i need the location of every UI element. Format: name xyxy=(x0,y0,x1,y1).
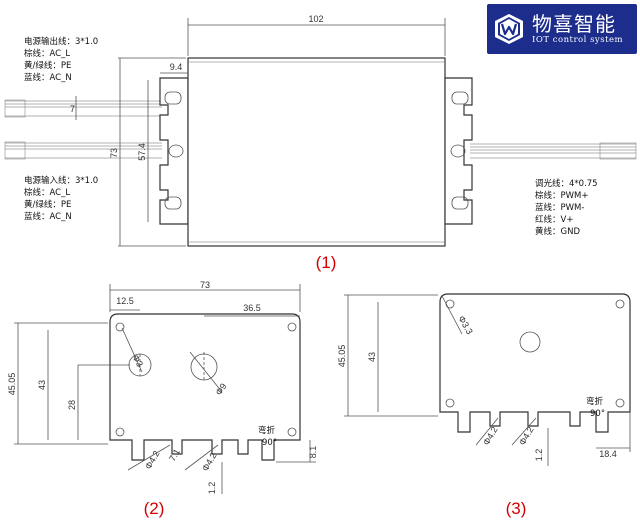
dim-height: 73 xyxy=(109,148,119,158)
dim-thickness: 1.2 xyxy=(207,482,217,495)
w-cube-logo-icon xyxy=(492,12,526,46)
dimming-wire-note: 调光线：4*0.75 棕线：PWM+ 蓝线：PWM- 红线：V+ 黄线：GND xyxy=(535,178,598,237)
mount-hole xyxy=(168,144,184,158)
bend-label: 弯折 xyxy=(258,425,276,436)
dim-hole-height: 28 xyxy=(67,400,77,410)
dim-edge: 18.4 xyxy=(599,449,617,459)
svg-text:棕线：PWM+: 棕线：PWM+ xyxy=(535,190,589,201)
housing-body xyxy=(187,57,446,247)
dim-thickness: 1.2 xyxy=(534,449,544,462)
dim-left: 12.5 xyxy=(116,296,134,306)
svg-text:蓝线：PWM-: 蓝线：PWM- xyxy=(535,202,584,213)
dim-slot-left: Φ4.2 xyxy=(143,449,162,471)
dim-length: 102 xyxy=(308,14,323,24)
panel-1-label: (1) xyxy=(316,253,337,272)
svg-text:黄/绿线：PE: 黄/绿线：PE xyxy=(24,199,71,210)
dim-height-outer: 45.05 xyxy=(337,345,347,368)
input-wire-note: 电源输入线：3*1.0 棕线：AC_L 黄/绿线：PE 蓝线：AC_N xyxy=(24,175,98,222)
bracket-plate xyxy=(109,313,301,461)
dim-wire-gap: 7 xyxy=(70,104,75,114)
svg-text:蓝线：AC_N: 蓝线：AC_N xyxy=(24,72,72,83)
dim-right: 36.5 xyxy=(243,303,261,313)
dim-flange: 8.1 xyxy=(308,446,318,459)
svg-text:棕线：AC_L: 棕线：AC_L xyxy=(24,48,70,59)
panel-1-top-view: 102 9.4 73 57.4 7 电源输出线：3*1.0 棕线：AC_L 黄/… xyxy=(4,14,637,272)
bend-angle: 90° xyxy=(590,409,605,419)
panel-2-bracket-view: 73 12.5 36.5 45.05 43 28 Φ3 Φ9 Φ4.2 7.1 … xyxy=(7,280,318,518)
dim-hole-pitch: 57.4 xyxy=(137,143,147,161)
svg-text:黄/绿线：PE: 黄/绿线：PE xyxy=(24,60,71,71)
svg-text:电源输入线：3*1.0: 电源输入线：3*1.0 xyxy=(24,175,98,186)
dim-height-inner: 43 xyxy=(367,352,377,362)
panel-3-label: (3) xyxy=(506,499,527,518)
svg-text:棕线：AC_L: 棕线：AC_L xyxy=(24,187,70,198)
dim-height-inner: 43 xyxy=(37,380,47,390)
svg-text:电源输出线：3*1.0: 电源输出线：3*1.0 xyxy=(24,36,98,47)
brand-name-en: IOT control system xyxy=(532,35,624,45)
output-wires xyxy=(4,99,162,118)
svg-text:黄线：GND: 黄线：GND xyxy=(535,226,580,237)
right-mounting-tab xyxy=(444,77,473,225)
brand-name-cn: 物喜智能 xyxy=(532,12,616,36)
dim-slot-b: Φ4.2 xyxy=(517,425,536,447)
output-wire-note: 电源输出线：3*1.0 棕线：AC_L 黄/绿线：PE 蓝线：AC_N xyxy=(24,36,98,83)
svg-text:红线：V+: 红线：V+ xyxy=(535,214,573,225)
bend-angle: 90° xyxy=(262,438,277,448)
panel-2-label: (2) xyxy=(144,499,165,518)
center-hole xyxy=(519,331,541,353)
dim-tab: 9.4 xyxy=(170,62,183,72)
dim-width: 73 xyxy=(200,280,210,290)
dim-height-outer: 45.05 xyxy=(7,373,17,396)
svg-text:调光线：4*0.75: 调光线：4*0.75 xyxy=(535,178,598,189)
dim-slot-a: Φ4.2 xyxy=(481,425,500,447)
dimming-wires xyxy=(470,142,637,160)
left-mounting-tab xyxy=(159,77,189,225)
input-wires xyxy=(4,141,162,160)
brand-logo: 物喜智能 IOT control system xyxy=(487,4,637,54)
bend-label: 弯折 xyxy=(586,396,604,407)
panel-3-bracket-view: 45.05 43 Φ3.3 Φ4.2 Φ4.2 1.2 18.4 弯折 90° … xyxy=(337,293,631,518)
svg-text:蓝线：AC_N: 蓝线：AC_N xyxy=(24,211,72,222)
